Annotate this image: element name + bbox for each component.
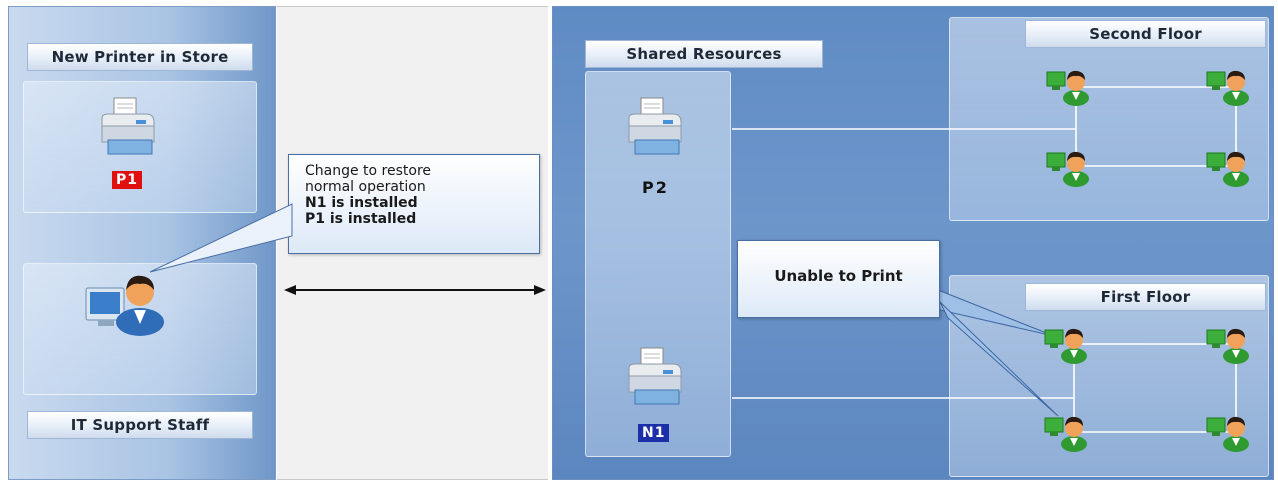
printer-icon xyxy=(101,97,155,155)
it-support-header: IT Support Staff xyxy=(27,411,253,439)
n1-badge: N1 xyxy=(638,424,670,442)
shared-resources-header: Shared Resources xyxy=(585,40,823,68)
double-arrow-icon xyxy=(284,285,546,295)
workstation-user-icon xyxy=(1206,70,1249,106)
second-floor-header: Second Floor xyxy=(1025,20,1266,48)
new-printer-header: New Printer in Store xyxy=(27,43,253,71)
printer-icon xyxy=(628,97,682,155)
restore-callout-pointer xyxy=(149,203,293,273)
printer-icon xyxy=(628,347,682,405)
workstation-user-icon xyxy=(1206,328,1249,364)
first-floor-header: First Floor xyxy=(1025,283,1266,311)
callout-line-2: normal operation xyxy=(305,179,426,195)
unable-to-print-label: Unable to Print xyxy=(774,267,903,285)
workstation-user-icon xyxy=(1044,416,1087,452)
restore-callout: Change to restore normal operation N1 is… xyxy=(288,154,540,254)
second-floor-box xyxy=(949,17,1269,221)
workstation-user-icon xyxy=(1046,70,1089,106)
first-floor-network xyxy=(732,343,1237,433)
callout-line-1: Change to restore xyxy=(305,163,432,179)
workstation-user-icon xyxy=(1206,416,1249,452)
callout-line-3: N1 is installed xyxy=(305,195,418,211)
unable-pointer-a xyxy=(937,289,1055,337)
callout-line-4: P1 is installed xyxy=(305,211,417,227)
unable-to-print-callout: Unable to Print xyxy=(737,240,940,318)
workstation-user-icon xyxy=(1206,151,1249,187)
second-floor-network xyxy=(732,86,1237,167)
p2-label: P2 xyxy=(642,178,669,197)
unable-pointer-b xyxy=(939,301,1059,417)
workstation-user-icon xyxy=(1046,151,1089,187)
p1-badge: P1 xyxy=(112,171,143,189)
workstation-user-icon xyxy=(1044,328,1087,364)
support-user-icon xyxy=(85,275,164,336)
